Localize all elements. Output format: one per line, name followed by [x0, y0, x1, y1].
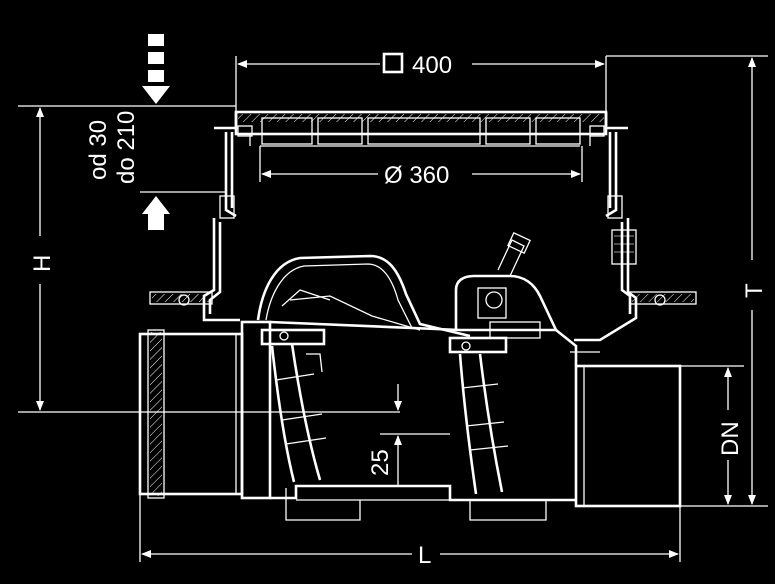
- dimension-t: T: [606, 55, 768, 507]
- arrow-up-icon: [142, 196, 170, 230]
- label-25: 25: [367, 449, 394, 476]
- dimension-adjustment: od 30 do 210: [85, 34, 236, 230]
- label-400: 400: [412, 52, 452, 79]
- label-l: L: [418, 542, 431, 569]
- label-t: T: [741, 283, 768, 298]
- label-adjust-from: od 30: [85, 120, 112, 180]
- dimension-360: Ø 360: [259, 146, 583, 189]
- dimension-25: 25: [367, 384, 450, 486]
- label-h: H: [29, 255, 56, 272]
- label-360: Ø 360: [384, 162, 449, 189]
- grate-frame: [214, 110, 628, 147]
- dimension-400: 400: [235, 52, 607, 112]
- flap-right: [448, 336, 509, 495]
- label-adjust-to: do 210: [113, 111, 140, 184]
- dimension-dn: DN: [680, 365, 744, 505]
- label-dn: DN: [717, 421, 744, 456]
- dimension-h: H: [18, 105, 400, 413]
- extension-housing: [149, 132, 697, 342]
- dimension-l: L: [139, 494, 681, 569]
- flap-left: [260, 328, 327, 483]
- square-symbol-icon: [382, 52, 404, 74]
- pipe-body: [138, 320, 682, 521]
- grate-bars: [261, 117, 581, 145]
- arrow-down-icon: [142, 34, 170, 104]
